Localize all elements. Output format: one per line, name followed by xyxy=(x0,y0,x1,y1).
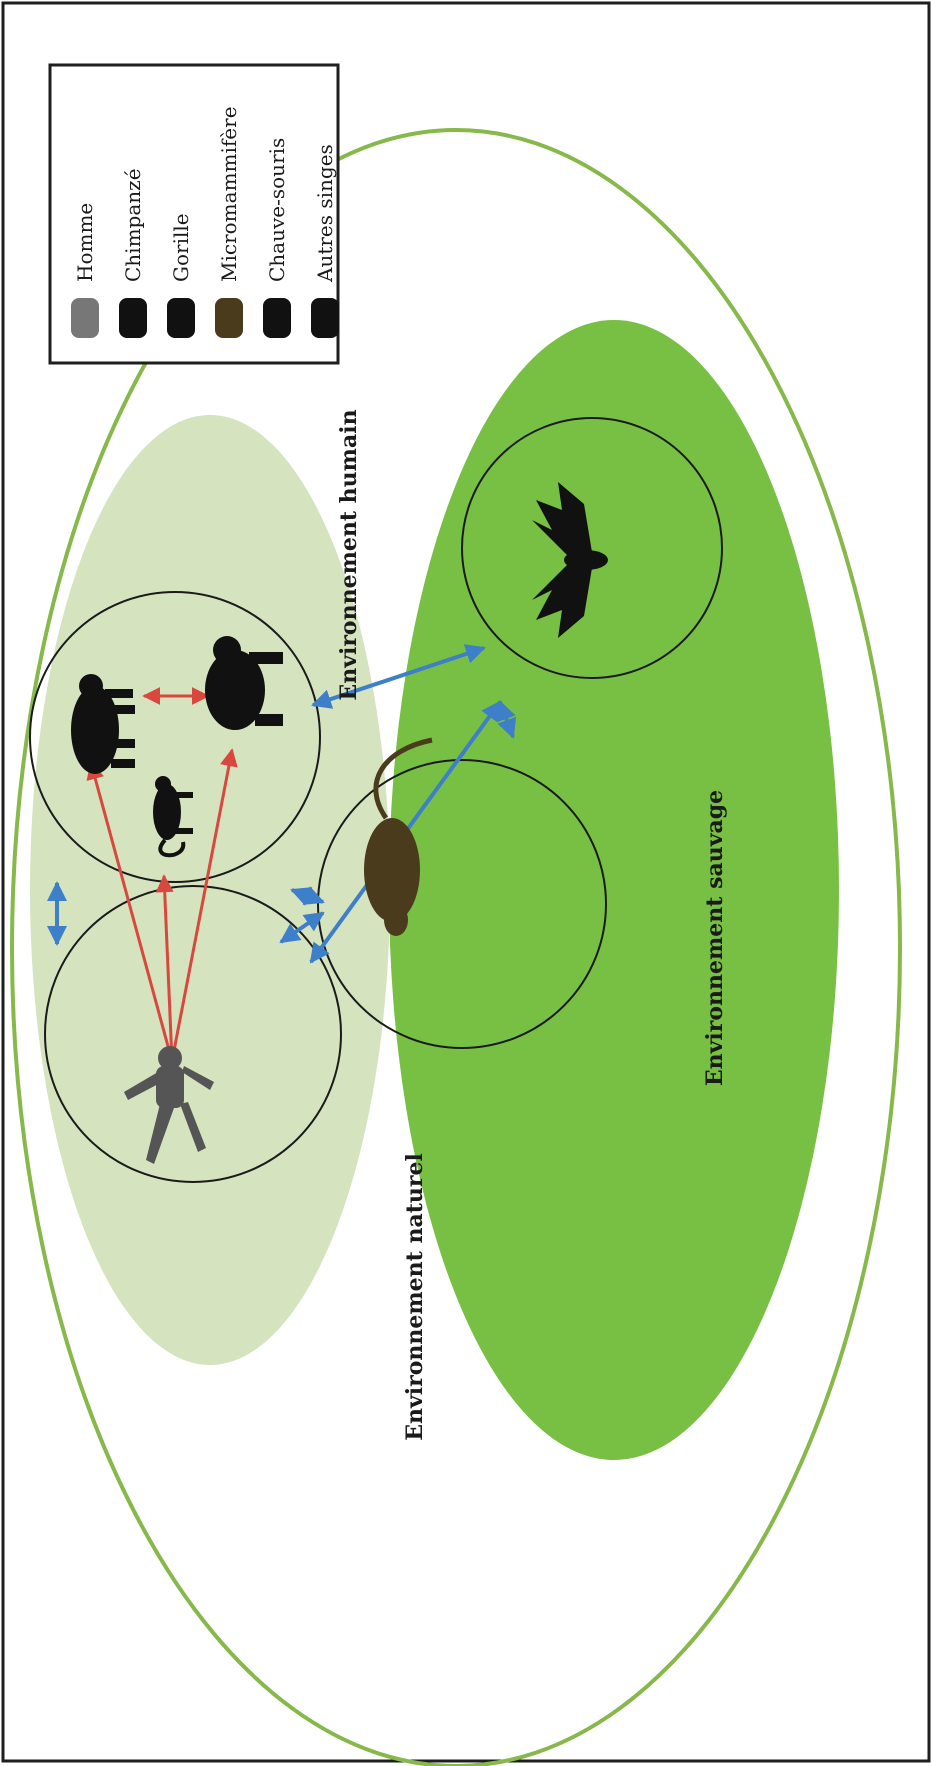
legend-human-icon xyxy=(71,298,99,338)
legend-monkey-icon xyxy=(311,298,339,338)
legend-label: Chauve-souris xyxy=(265,138,289,282)
wild-environment-label: Environnement sauvage xyxy=(702,790,728,1086)
wild-environment-zone xyxy=(389,320,839,1460)
legend-label: Homme xyxy=(73,203,97,282)
natural-environment-label: Environnement naturel xyxy=(402,1153,428,1441)
human-environment-label: Environnement humain xyxy=(336,409,362,700)
legend-bat-icon xyxy=(263,298,291,338)
legend-gorilla-icon xyxy=(167,298,195,338)
legend-label: Gorille xyxy=(169,213,193,282)
legend-label: Micromammifère xyxy=(217,106,241,282)
legend: Homme Chimpanzé Gorille Micromammifère Chauv… xyxy=(50,65,339,363)
legend-label: Chimpanzé xyxy=(121,168,145,282)
legend-chimpanzee-icon xyxy=(119,298,147,338)
legend-label: Autres singes xyxy=(313,144,337,283)
legend-rodent-icon xyxy=(215,298,243,338)
